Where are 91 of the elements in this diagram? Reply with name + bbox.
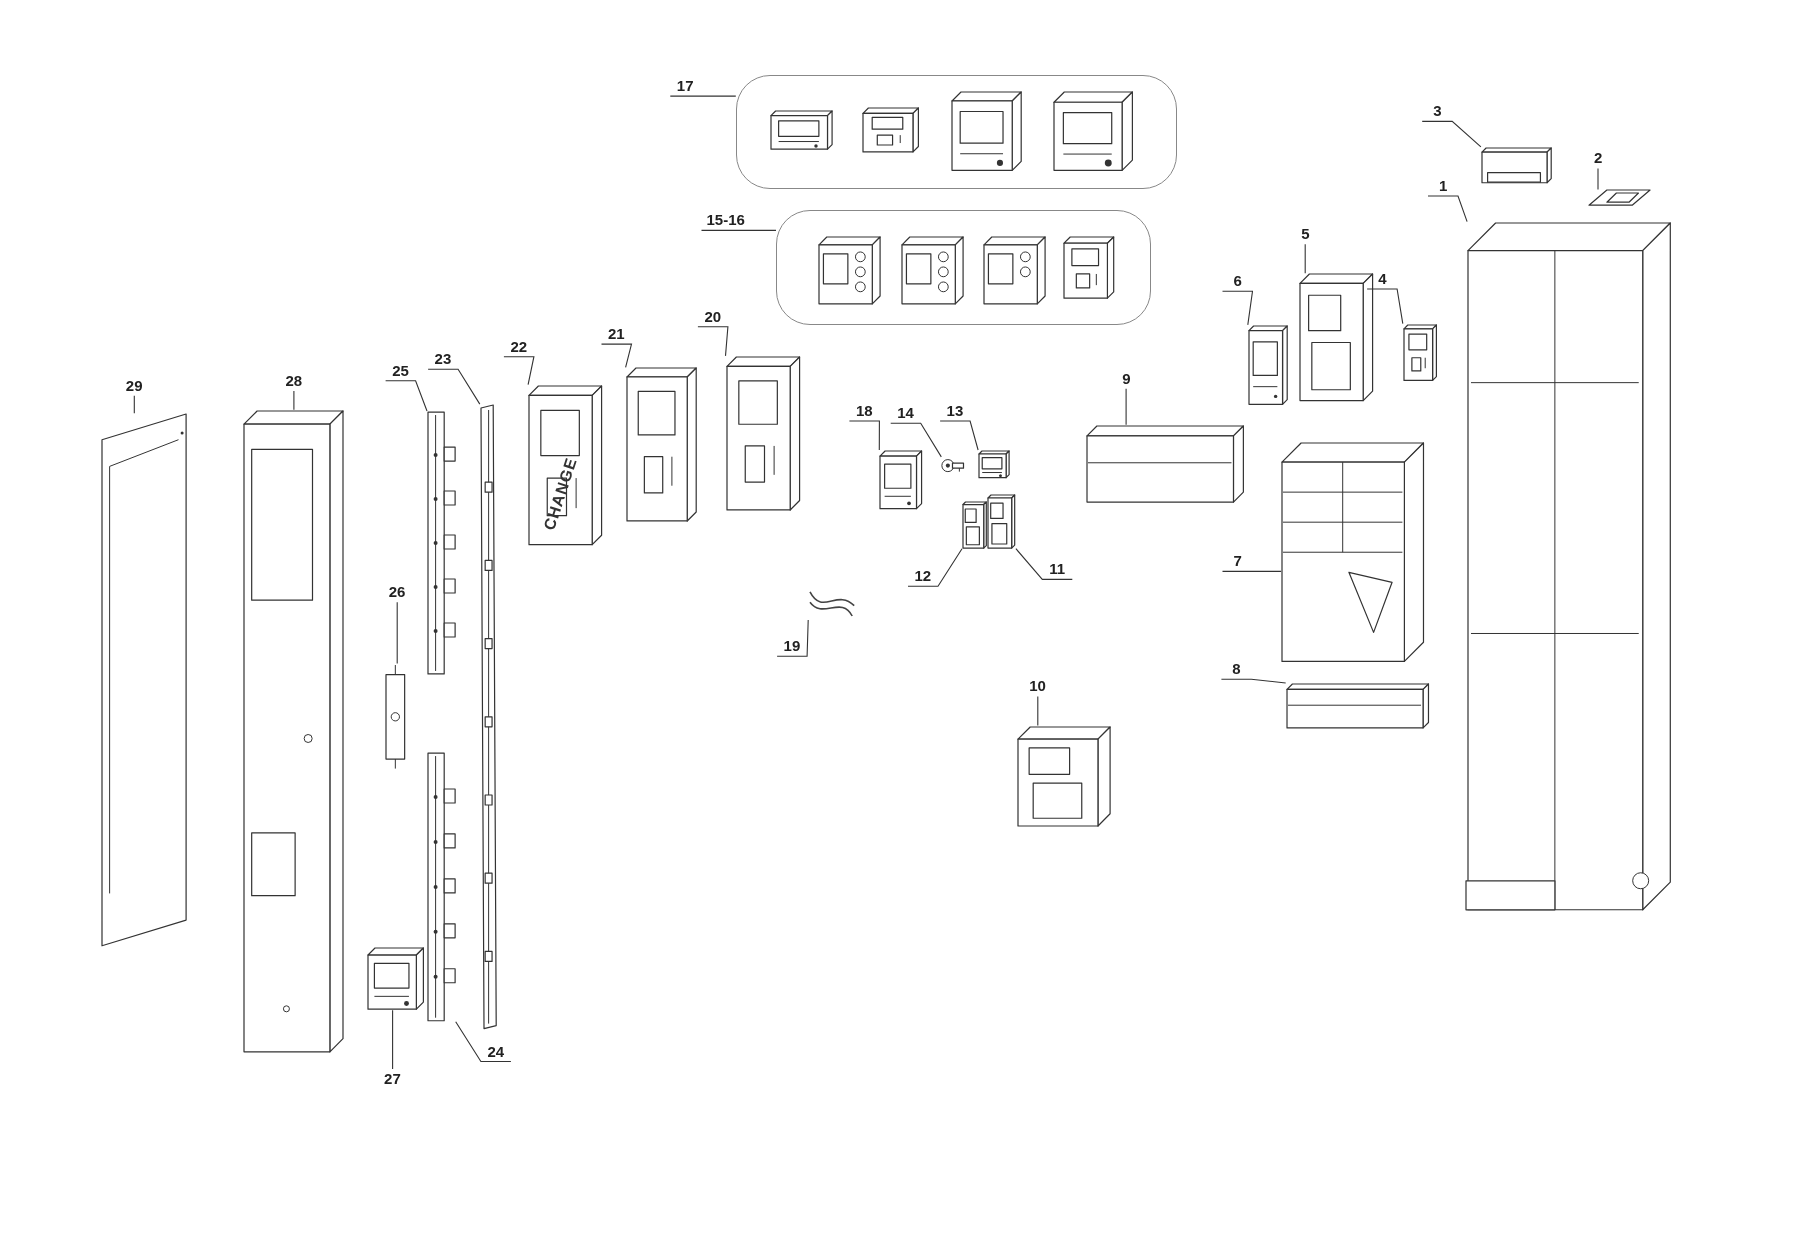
leader-line	[427, 368, 481, 405]
module-drawing	[962, 500, 988, 549]
leader-line	[1125, 388, 1127, 426]
panel-drawing	[1062, 236, 1115, 300]
bracket-drawing	[427, 751, 456, 1022]
module-drawing	[1017, 725, 1112, 827]
callout-number: 2	[1593, 149, 1603, 168]
callout-number: 26	[388, 583, 406, 602]
callout-number: 24	[487, 1042, 505, 1061]
callout-number: 13	[946, 401, 964, 420]
lock-drawing	[384, 663, 406, 770]
callout-number: 12	[914, 567, 932, 586]
leader-line	[1015, 548, 1073, 580]
callout-number: 14	[897, 404, 914, 423]
callout-number: 21	[607, 325, 625, 344]
lock-drawing	[978, 450, 1011, 479]
callout-number: 11	[1049, 560, 1066, 579]
module-drawing	[1299, 273, 1375, 402]
callout-number: 18	[855, 401, 873, 420]
plate-drawing	[1587, 189, 1651, 207]
leader-line	[1304, 243, 1306, 274]
key-drawing	[941, 456, 965, 475]
leader-line	[700, 229, 777, 231]
module-drawing	[1402, 323, 1438, 382]
sign-drawing	[1480, 146, 1553, 184]
panel-drawing	[818, 236, 882, 306]
leader-line	[503, 356, 535, 386]
callout-number: 10	[1029, 677, 1046, 696]
leader-line	[133, 395, 135, 414]
tray-drawing	[1285, 683, 1430, 729]
group-outline	[735, 74, 1177, 190]
leader-line	[600, 343, 633, 368]
motor-drawing	[367, 947, 425, 1011]
leader-line	[1421, 120, 1482, 148]
leader-line	[1221, 570, 1282, 572]
frame-drawing	[725, 355, 801, 511]
panel-drawing	[982, 236, 1046, 306]
callout-number: 28	[285, 372, 303, 391]
callout-number: 15-16	[706, 211, 745, 230]
module-drawing	[951, 90, 1023, 171]
leader-line	[669, 95, 737, 97]
leader-line	[392, 1009, 394, 1070]
callout-number: 8	[1232, 660, 1241, 679]
callout-number: 7	[1233, 552, 1242, 571]
leader-line	[1037, 695, 1039, 727]
leader-line	[1597, 167, 1599, 190]
callout-number: 3	[1433, 102, 1442, 121]
cover-drawing	[879, 450, 923, 510]
callout-number: 19	[783, 637, 801, 656]
leader-line	[776, 619, 809, 657]
callout-number: 23	[434, 350, 452, 369]
box-drawing	[1247, 324, 1288, 406]
callout-number: 5	[1301, 225, 1310, 244]
callout-number: 6	[1233, 272, 1242, 291]
callout-number: 4	[1378, 269, 1387, 288]
leader-line	[1221, 290, 1254, 326]
cabinet-drawing	[1467, 221, 1672, 911]
module-drawing	[770, 110, 834, 151]
leader-line	[848, 420, 880, 451]
tray-drawing	[1085, 424, 1245, 503]
group-outline	[776, 210, 1152, 325]
callout-number: 20	[704, 307, 722, 326]
leader-line	[385, 380, 428, 412]
leader-line	[396, 601, 398, 665]
leader-line	[1220, 678, 1287, 684]
callout-number: 29	[125, 376, 143, 395]
panel-drawing	[901, 236, 965, 306]
door-drawing	[243, 409, 345, 1053]
callout-number: 17	[676, 77, 694, 96]
callout-number: 22	[510, 337, 528, 356]
leader-line	[1366, 288, 1404, 325]
module-drawing	[1281, 441, 1425, 663]
leader-line	[890, 422, 942, 458]
callout-number: 27	[384, 1070, 401, 1089]
frame-drawing	[528, 384, 603, 546]
leader-line	[697, 326, 729, 357]
module-drawing	[987, 493, 1016, 549]
rail-drawing	[479, 404, 498, 1030]
leader-line	[1427, 195, 1468, 223]
panel-drawing	[101, 413, 188, 948]
leader-line	[939, 420, 979, 451]
leader-line	[907, 548, 963, 587]
frame-drawing	[625, 367, 697, 523]
callout-number: 25	[392, 361, 409, 380]
callout-number: 1	[1439, 176, 1448, 195]
bracket-drawing	[427, 410, 456, 675]
leader-line	[455, 1021, 512, 1063]
callout-number: 9	[1122, 369, 1131, 388]
module-drawing	[1052, 90, 1133, 171]
module-drawing	[861, 106, 920, 153]
leader-line	[293, 390, 295, 411]
